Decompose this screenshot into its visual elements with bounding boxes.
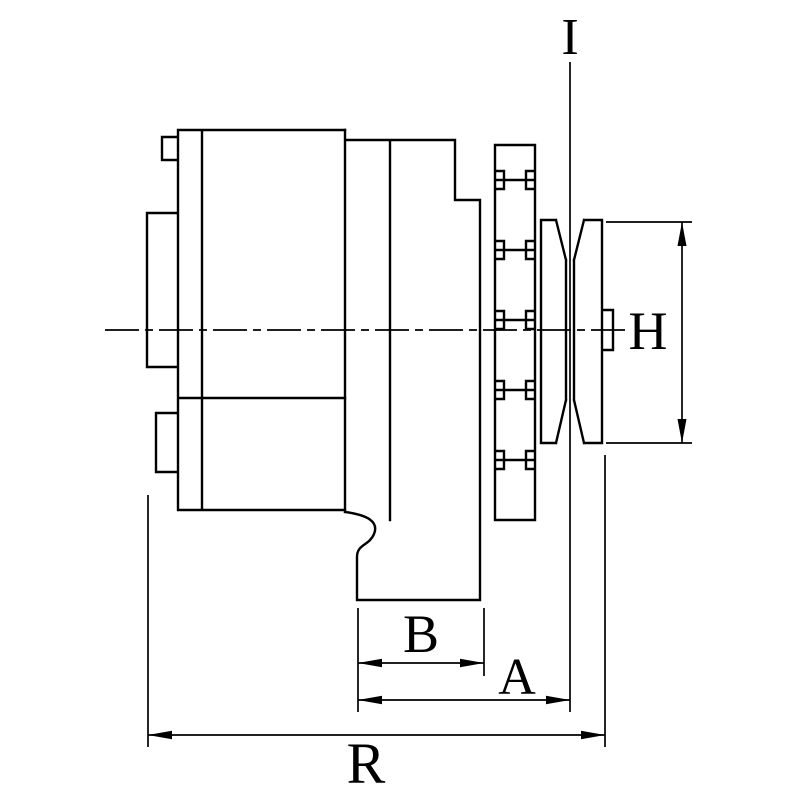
- front-bracket-outline: [343, 128, 482, 602]
- dimension-i: I: [561, 9, 579, 712]
- fan-outline: [493, 143, 537, 522]
- dimension-a-arrowhead-right: [546, 695, 570, 705]
- dimension-b: B: [357, 604, 485, 712]
- dimension-label-r: R: [347, 731, 386, 796]
- dimension-label-h: H: [629, 301, 668, 361]
- dimension-a-arrowhead-left: [358, 695, 382, 705]
- alternator-body: [145, 128, 615, 602]
- dimension-h-extension-lines: [606, 221, 692, 444]
- pulley-outline: [539, 218, 615, 445]
- dimension-r-arrowhead-left: [148, 730, 172, 740]
- dimension-label-i: I: [561, 9, 578, 66]
- dimension-b-extension-lines: [357, 608, 485, 712]
- dimension-r-arrowhead-right: [581, 730, 605, 740]
- dimension-h-arrowhead-bottom: [677, 419, 687, 443]
- dimension-b-arrowhead-left: [358, 658, 382, 668]
- dimension-label-b: B: [403, 604, 439, 664]
- dimension-h: H: [606, 221, 692, 444]
- dimension-r-extension-lines: [147, 455, 606, 747]
- dimension-b-arrowhead-right: [460, 658, 484, 668]
- dimension-label-a: A: [498, 649, 536, 706]
- dimension-h-arrowhead-top: [677, 222, 687, 246]
- dimension-r: R: [147, 455, 606, 796]
- rear-bracket-outline: [145, 128, 347, 512]
- dimension-a: A: [358, 649, 570, 706]
